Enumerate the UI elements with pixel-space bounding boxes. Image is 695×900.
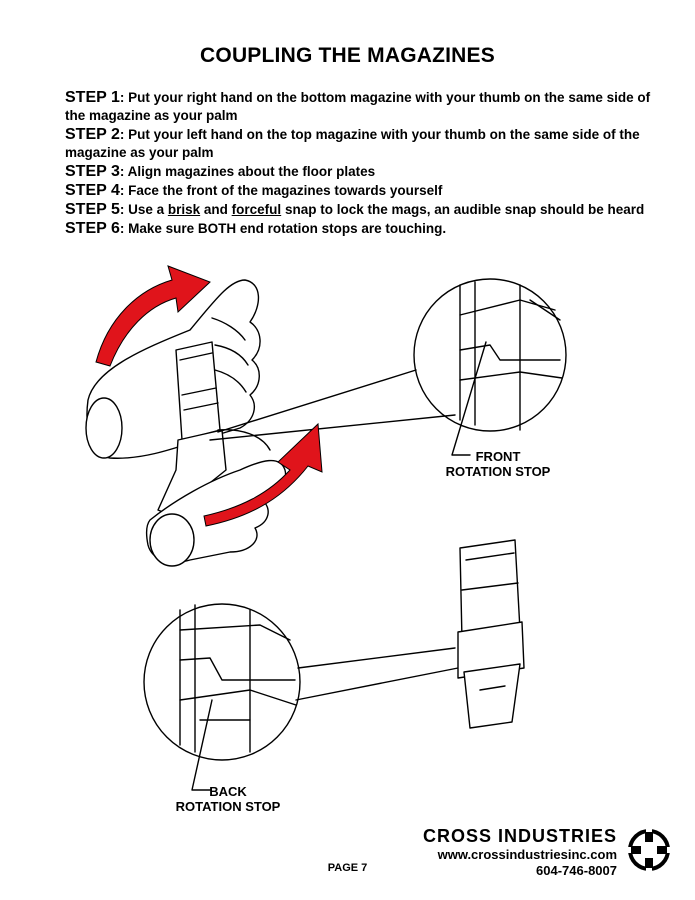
step-text: : Align magazines about the floor plates	[119, 164, 376, 179]
step-label: STEP 2	[65, 126, 120, 143]
brisk-word: brisk	[167, 202, 201, 217]
step-label: STEP 1	[65, 89, 120, 106]
left-hand-illustration	[85, 279, 261, 459]
step-2: STEP 2: Put your left hand on the top ma…	[65, 126, 665, 162]
company-info: CROSS INDUSTRIES www.crossindustriesinc.…	[423, 826, 617, 879]
step-text: : Use a	[119, 202, 168, 217]
back-rotation-stop-label: BACK ROTATION STOP	[168, 784, 288, 814]
page-title: COUPLING THE MAGAZINES	[200, 44, 495, 67]
step-label: STEP 3	[65, 163, 120, 180]
step-text: and	[200, 202, 232, 217]
cross-industries-logo-icon	[625, 826, 673, 874]
front-stop-detail	[459, 281, 563, 431]
forceful-word: forceful	[231, 202, 282, 217]
upper-rotation-arrow	[95, 265, 211, 367]
lower-rotation-arrow	[203, 422, 323, 527]
back-stop-detail	[179, 604, 297, 753]
step-text: : Make sure BOTH end rotation stops are …	[119, 221, 447, 236]
front-stop-magnifier	[413, 278, 567, 432]
back-stop-magnifier	[143, 603, 301, 761]
company-name: CROSS INDUSTRIES	[422, 826, 617, 846]
step-text: : Face the front of the magazines toward…	[119, 183, 443, 198]
coupled-magazine-illustration	[457, 539, 525, 729]
step-6: STEP 6: Make sure BOTH end rotation stop…	[65, 220, 665, 238]
step-label: STEP 6	[65, 220, 120, 237]
step-text: : Put your right hand on the bottom maga…	[65, 90, 651, 123]
company-website: www.crossindustriesinc.com	[437, 847, 617, 862]
page-number: PAGE 7	[327, 862, 368, 874]
step-text: snap to lock the mags, an audible snap s…	[281, 202, 645, 217]
step-label: STEP 4	[65, 182, 120, 199]
step-text: : Put your left hand on the top magazine…	[65, 127, 640, 160]
front-label-line2: ROTATION STOP	[445, 464, 551, 479]
back-label-line2: ROTATION STOP	[175, 799, 281, 814]
step-label: STEP 5	[65, 201, 120, 218]
step-4: STEP 4: Face the front of the magazines …	[65, 182, 665, 200]
step-5: STEP 5: Use a brisk and forceful snap to…	[65, 201, 665, 219]
step-1: STEP 1: Put your right hand on the botto…	[65, 89, 665, 125]
front-rotation-stop-label: FRONT ROTATION STOP	[438, 449, 558, 479]
rotation-arrows	[95, 265, 323, 527]
company-phone: 604-746-8007	[536, 863, 617, 878]
steps-list: STEP 1: Put your right hand on the botto…	[65, 89, 665, 239]
front-label-line1: FRONT	[475, 449, 521, 464]
back-label-line1: BACK	[209, 784, 247, 799]
step-3: STEP 3: Align magazines about the floor …	[65, 163, 665, 181]
